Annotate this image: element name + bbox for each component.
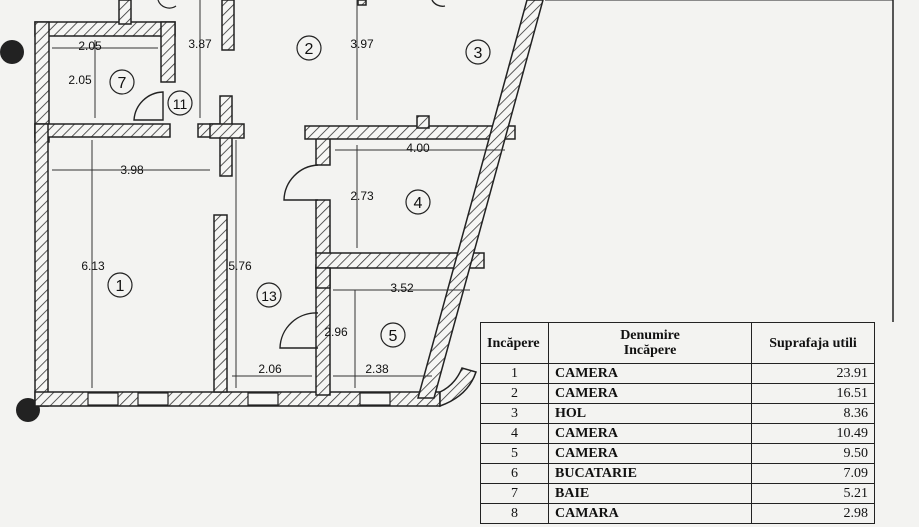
room-marker-label: 3 [474, 45, 483, 62]
room-schedule-table: Incăpere Denumire Incăpere Suprafaja uti… [480, 322, 875, 524]
cell-area: 5.21 [751, 483, 875, 504]
door-room7 [133, 91, 164, 121]
table-header-row: Incăpere Denumire Incăpere Suprafaja uti… [480, 322, 875, 364]
wall-room5-left [315, 267, 331, 289]
wall-top-stub-b [221, 0, 235, 51]
cell-area: 9.50 [751, 443, 875, 464]
header-room-number: Incăpere [480, 322, 549, 364]
cell-num: 4 [480, 423, 549, 444]
diagonal-wall [417, 0, 544, 399]
header-room-name: Denumire Incăpere [548, 322, 752, 364]
cell-name: CAMERA [548, 423, 752, 444]
dim-label: 4.00 [406, 141, 430, 155]
dim-label: 3.98 [120, 163, 144, 177]
cell-num: 2 [480, 383, 549, 404]
door-room4 [283, 164, 319, 201]
curved-wall-corner [439, 367, 477, 408]
room-marker-label: 11 [173, 96, 188, 112]
table-row: 3 HOL 8.36 [480, 403, 875, 424]
dimension-lines [52, 0, 505, 388]
header-name-line2: Incăpere [623, 343, 677, 358]
dim-label: 6.13 [81, 259, 105, 273]
table-row: 8 CAMARA 2.98 [480, 503, 875, 524]
cell-area: 23.91 [751, 363, 875, 384]
room-markers [107, 0, 491, 348]
header-name-line1: Denumire [620, 328, 680, 343]
cell-num: 7 [480, 483, 549, 504]
cell-num: 1 [480, 363, 549, 384]
windows [87, 392, 391, 406]
room-marker-label: 4 [414, 195, 423, 212]
cell-area: 8.36 [751, 403, 875, 424]
room-marker-label: 13 [261, 288, 277, 304]
table-row: 4 CAMERA 10.49 [480, 423, 875, 444]
wall-room4-top [304, 125, 516, 140]
dim-label: 2.38 [365, 362, 389, 376]
cell-name: CAMARA [548, 503, 752, 524]
wall-room2-divider [357, 0, 367, 6]
dim-label: 3.52 [390, 281, 414, 295]
wall-room1-right [213, 214, 228, 393]
wall-4-5 [315, 252, 485, 269]
wall-left-outer [34, 123, 49, 407]
dim-label: 2.73 [350, 189, 374, 203]
cell-area: 7.09 [751, 463, 875, 484]
cell-name: BAIE [548, 483, 752, 504]
room-marker-label: 5 [389, 328, 398, 345]
wall-top-left-block [34, 21, 176, 37]
wall-h-7-1 [34, 123, 171, 138]
dim-label: 2.05 [78, 39, 102, 53]
binder-hole-top [0, 40, 24, 64]
room-marker-label: 1 [116, 278, 125, 295]
cell-name: CAMERA [548, 443, 752, 464]
dim-label: 5.76 [228, 259, 252, 273]
wall-4-left [315, 199, 331, 256]
wall-room4-bump [416, 115, 430, 129]
cell-area: 10.49 [751, 423, 875, 444]
header-area: Suprafaja utili [751, 322, 875, 364]
table-row: 5 CAMERA 9.50 [480, 443, 875, 464]
room-marker-label: 7 [118, 75, 127, 92]
wall-top-stub-a [118, 0, 132, 25]
cell-name: CAMERA [548, 363, 752, 384]
wall-4-topleft [315, 136, 331, 166]
dim-label: 2.05 [68, 73, 92, 87]
table-row: 7 BAIE 5.21 [480, 483, 875, 504]
cell-area: 16.51 [751, 383, 875, 404]
cell-name: BUCATARIE [548, 463, 752, 484]
door-top-right [431, 0, 446, 7]
dim-label: 3.97 [350, 37, 374, 51]
walls [34, 0, 516, 407]
cell-name: CAMERA [548, 383, 752, 404]
wall-cross-11 [209, 123, 245, 139]
room-marker-label: 2 [305, 41, 314, 58]
cell-name: HOL [548, 403, 752, 424]
door-room5 [279, 312, 319, 349]
doors [133, 0, 446, 349]
dim-label: 2.06 [258, 362, 282, 376]
cell-num: 6 [480, 463, 549, 484]
cell-num: 3 [480, 403, 549, 424]
table-row: 6 BUCATARIE 7.09 [480, 463, 875, 484]
cell-area: 2.98 [751, 503, 875, 524]
table-row: 1 CAMERA 23.91 [480, 363, 875, 384]
cell-num: 5 [480, 443, 549, 464]
partial-marker-top [157, 0, 177, 9]
wall-room7-right [160, 21, 176, 83]
dim-label: 3.87 [188, 37, 212, 51]
table-row: 2 CAMERA 16.51 [480, 383, 875, 404]
dim-label: 2.96 [324, 325, 348, 339]
cell-num: 8 [480, 503, 549, 524]
